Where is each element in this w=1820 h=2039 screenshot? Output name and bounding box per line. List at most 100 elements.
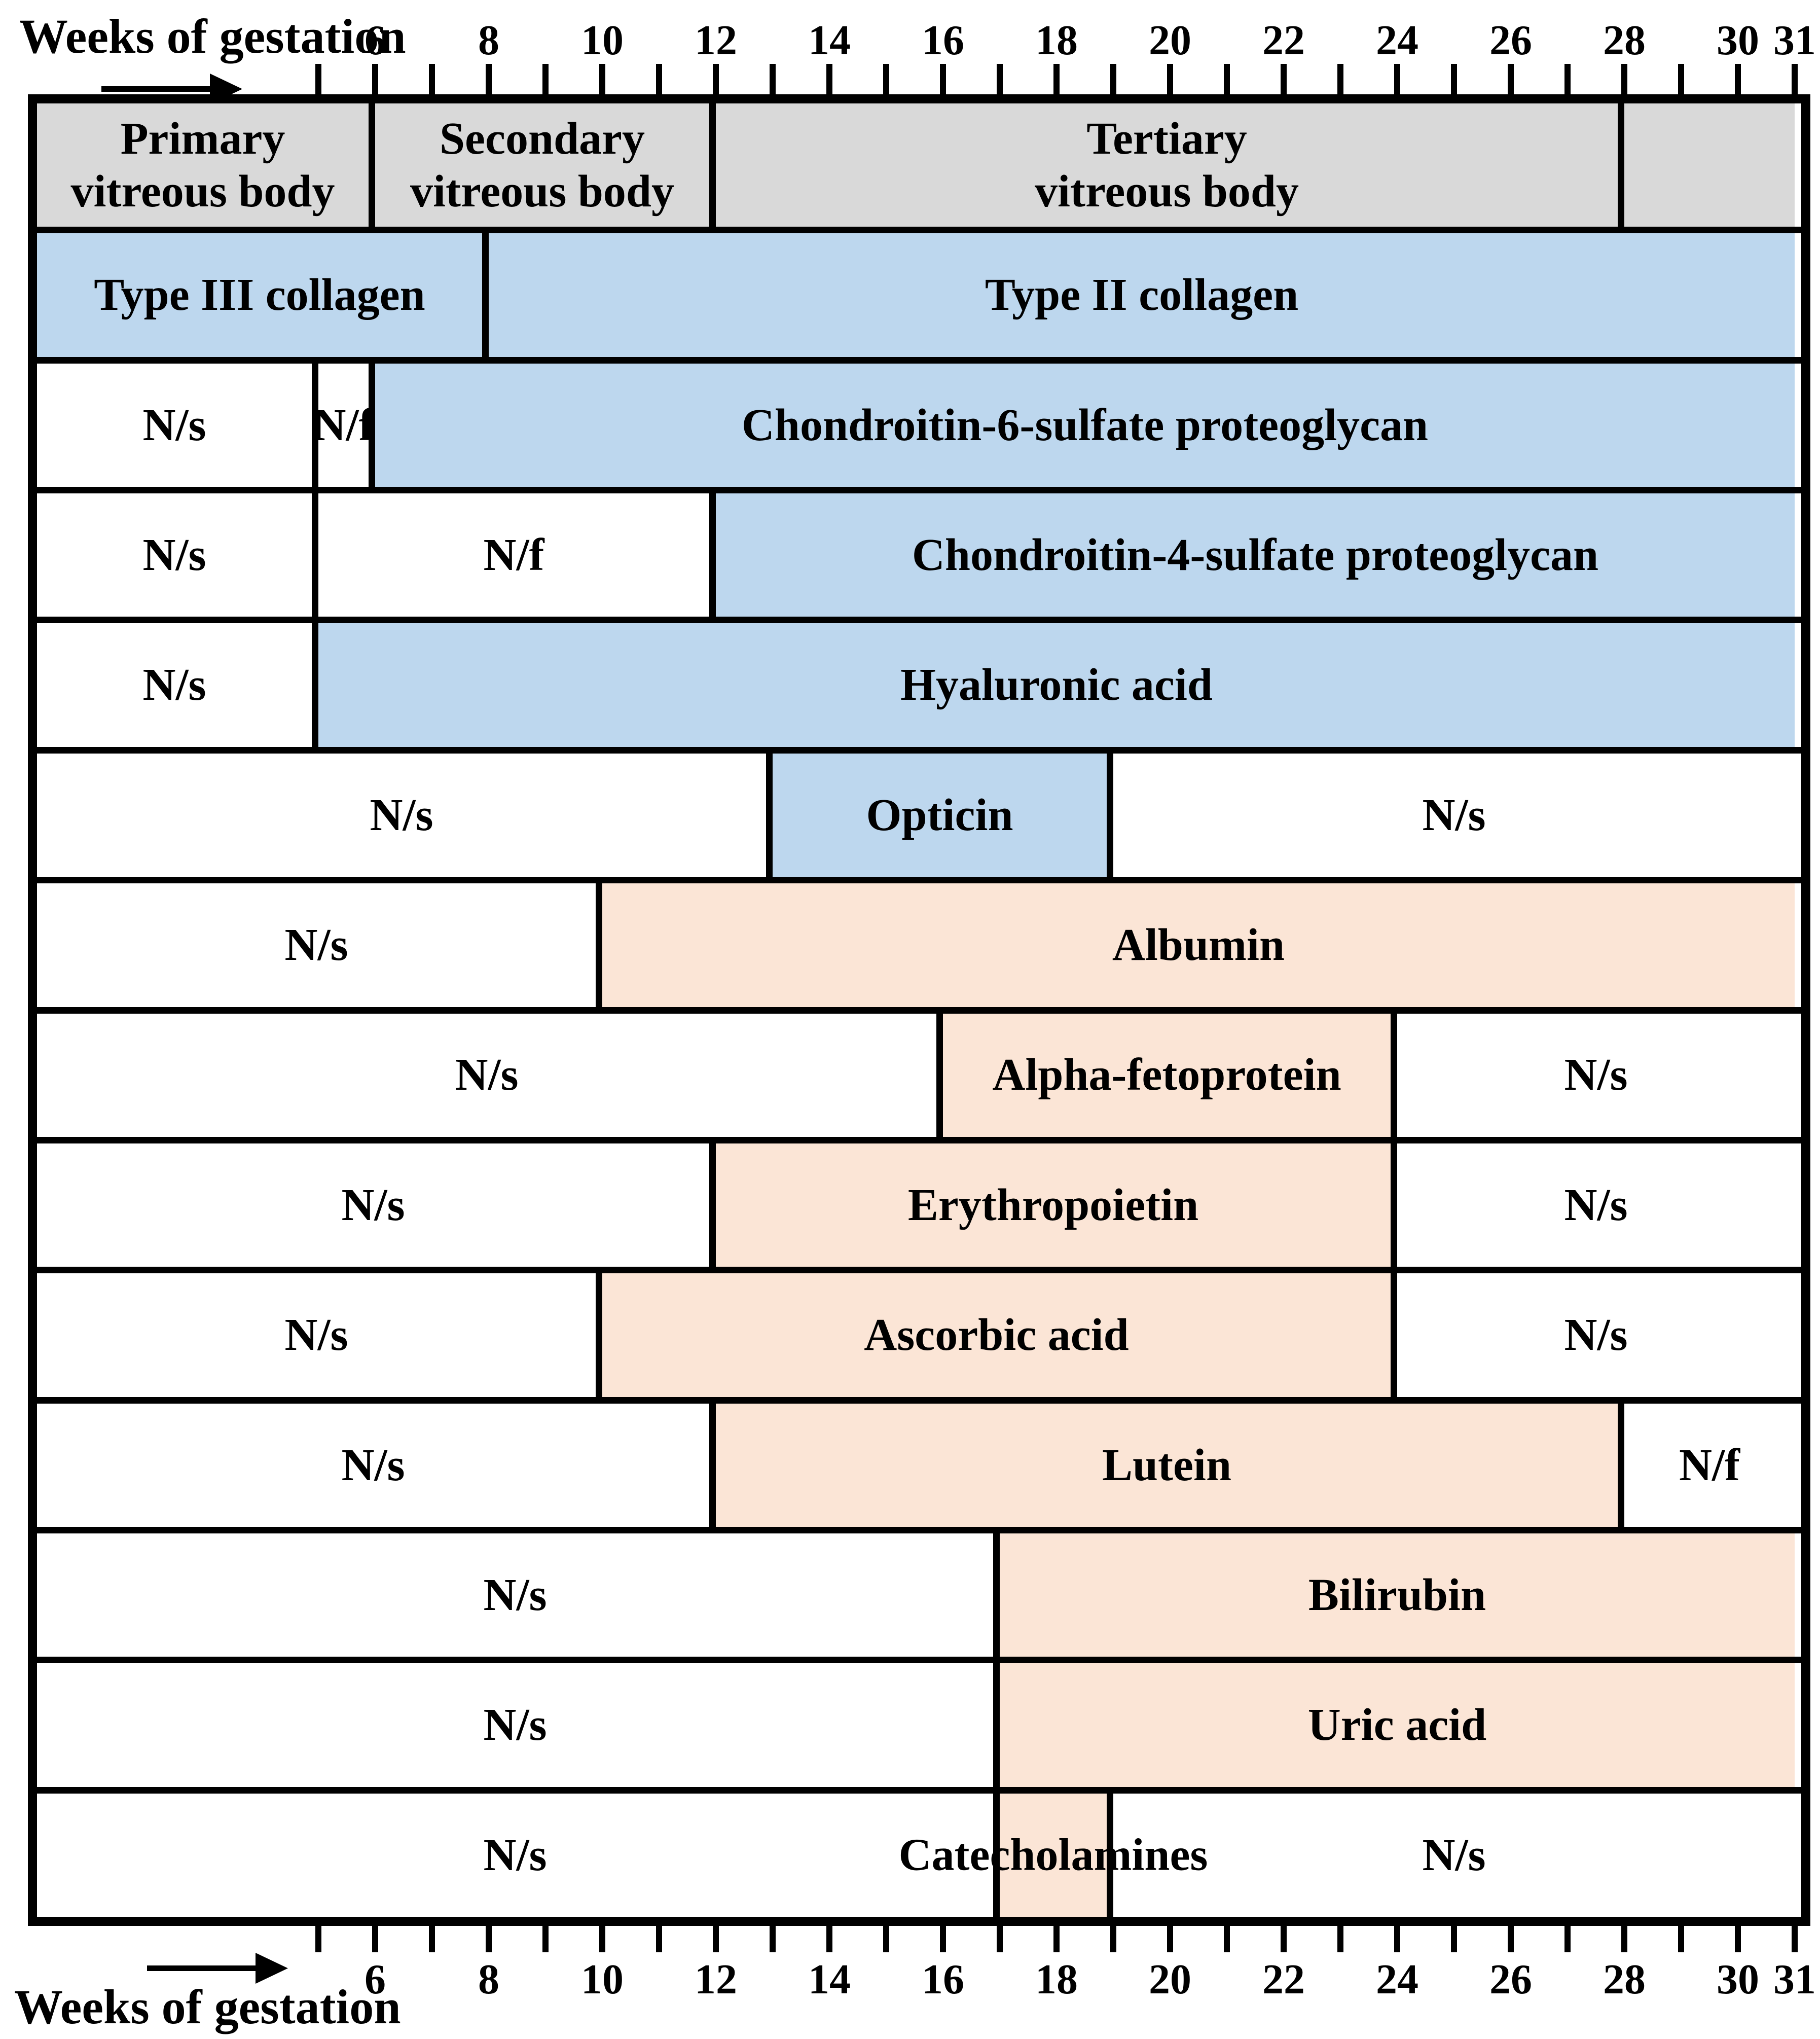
no-data-segment: N/s: [37, 493, 318, 617]
axis-tick: [315, 64, 321, 97]
axis-tick: [429, 1925, 435, 1952]
axis-tick: [1564, 64, 1571, 97]
axis-tick: [486, 1925, 492, 1952]
substance-band: Uric acid: [1000, 1663, 1795, 1787]
axis-tick: [883, 1925, 889, 1952]
substance-band: Hyaluronic acid: [318, 623, 1795, 747]
axis-tick: [542, 1925, 549, 1952]
axis-tick: [1337, 64, 1343, 97]
axis-tick: [656, 64, 662, 97]
axis-tick: [770, 64, 776, 97]
axis-tick: [656, 1925, 662, 1952]
substance-band: Chondroitin-4-sulfate proteoglycan: [716, 493, 1795, 617]
axis-tick-label: 10: [581, 1956, 624, 2003]
substance-band: Erythropoietin: [716, 1143, 1397, 1267]
axis-tick: [1451, 1925, 1457, 1952]
axis-tick-label: 26: [1489, 17, 1532, 64]
axis-tick: [1394, 1925, 1400, 1952]
substance-band: Opticin: [773, 753, 1113, 877]
no-data-segment: N/f: [1624, 1403, 1795, 1527]
axis-tick: [713, 64, 719, 97]
right-arrow-icon: [147, 1953, 288, 1984]
axis-tick: [940, 1925, 946, 1952]
axis-tick-label: 14: [808, 1956, 851, 2003]
no-data-segment: N/f: [318, 493, 716, 617]
axis-tick-label: 24: [1376, 1956, 1418, 2003]
axis-tick-label: 8: [478, 1956, 499, 2003]
axis-tick: [1621, 64, 1627, 97]
axis-tick-label: 12: [695, 1956, 737, 2003]
no-data-segment: N/s: [1397, 1273, 1795, 1397]
axis-tick: [1621, 1925, 1627, 1952]
axis-tick: [826, 64, 832, 97]
band-label: Catecholamines: [898, 1830, 1208, 1880]
axis-tick: [1678, 1925, 1684, 1952]
axis-tick: [1224, 1925, 1230, 1952]
axis-tick-label: 6: [365, 1956, 386, 2003]
axis-tick-label: 14: [808, 17, 851, 64]
axis-tick-label: 12: [695, 17, 737, 64]
no-data-segment: N/s: [1397, 1143, 1795, 1267]
axis-tick-label: 31: [1773, 17, 1816, 64]
substance-band: Catecholamines: [899, 1793, 1208, 1917]
axis-tick: [315, 1925, 321, 1952]
substance-band: Type II collagen: [489, 233, 1795, 357]
axis-tick: [1167, 1925, 1173, 1952]
axis-tick-label: 16: [922, 17, 964, 64]
substance-band: Bilirubin: [1000, 1533, 1795, 1657]
no-data-segment: N/s: [37, 363, 318, 487]
phase-segment: Secondary vitreous body: [375, 103, 716, 227]
x-axis-title-top: Weeks of gestation: [19, 9, 406, 63]
axis-tick: [599, 1925, 605, 1952]
substance-band: Chondroitin-6-sulfate proteoglycan: [375, 363, 1795, 487]
no-data-segment: N/s: [37, 1663, 1000, 1787]
axis-tick-label: 28: [1603, 17, 1646, 64]
axis-tick: [1508, 1925, 1514, 1952]
no-data-segment: N/f: [313, 363, 375, 487]
phase-segment: [1624, 103, 1795, 227]
axis-tick: [372, 1925, 378, 1952]
axis-tick-label: 24: [1376, 17, 1418, 64]
axis-tick: [1451, 64, 1457, 97]
axis-tick-label: 22: [1262, 1956, 1305, 2003]
axis-tick: [1792, 1925, 1798, 1952]
axis-tick: [1735, 1925, 1741, 1952]
axis-tick: [429, 64, 435, 97]
axis-tick-label: 30: [1717, 1956, 1759, 2003]
no-data-segment: N/s: [37, 1533, 1000, 1657]
axis-tick: [1167, 64, 1173, 97]
axis-tick: [1110, 64, 1116, 97]
no-data-segment: N/s: [37, 1273, 602, 1397]
no-data-segment: N/s: [37, 883, 602, 1007]
axis-tick-label: 31: [1773, 1956, 1816, 2003]
axis-tick-label: 8: [478, 17, 499, 64]
axis-tick: [1224, 64, 1230, 97]
axis-tick-label: 26: [1489, 1956, 1532, 2003]
axis-tick: [486, 64, 492, 97]
no-data-segment: N/s: [37, 1793, 1000, 1917]
axis-tick: [1281, 1925, 1287, 1952]
axis-tick-label: 20: [1149, 17, 1191, 64]
axis-tick: [883, 64, 889, 97]
no-data-segment: N/s: [37, 1143, 716, 1267]
axis-tick: [1735, 64, 1741, 97]
no-data-segment: N/s: [37, 1013, 943, 1137]
axis-tick: [1281, 64, 1287, 97]
axis-tick: [1394, 64, 1400, 97]
substance-band: Ascorbic acid: [602, 1273, 1397, 1397]
axis-tick: [997, 64, 1003, 97]
substance-band: Lutein: [716, 1403, 1624, 1527]
axis-tick-label: 10: [581, 17, 624, 64]
axis-tick: [997, 1925, 1003, 1952]
no-data-segment: N/s: [1113, 753, 1795, 877]
